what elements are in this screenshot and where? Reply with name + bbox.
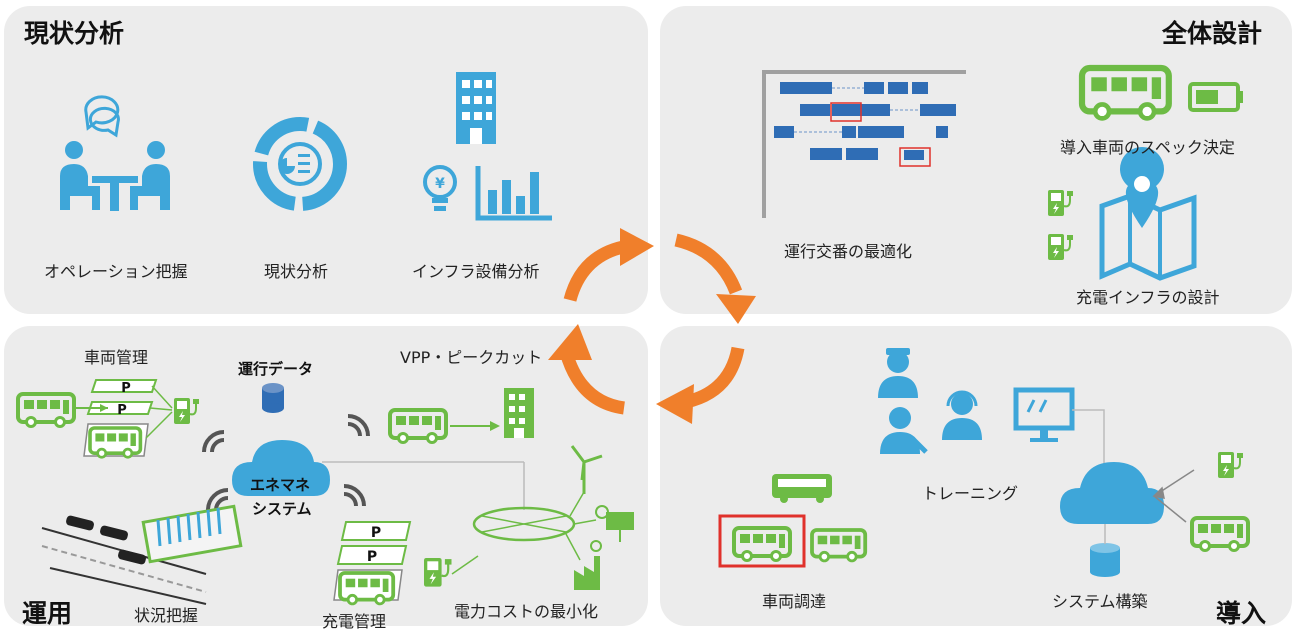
bus-front-icon xyxy=(772,474,832,503)
database-icon xyxy=(262,383,284,413)
label-charge-management: 充電管理 xyxy=(322,612,387,631)
driver-icon xyxy=(878,348,918,398)
mechanic-icon xyxy=(880,407,928,454)
selected-vehicle-frame xyxy=(718,514,806,568)
charger-icon xyxy=(1047,189,1074,217)
label-run-data: 運行データ xyxy=(238,360,314,378)
bus-icon xyxy=(16,392,76,429)
bus-icon xyxy=(732,526,792,563)
panel-introduction xyxy=(660,326,1292,626)
parking-stack xyxy=(333,521,412,601)
svg-text:¥: ¥ xyxy=(435,176,445,192)
label-operation-grasp: オペレーション把握 xyxy=(44,262,188,281)
charger-icon xyxy=(422,556,453,588)
label-vehicle-management: 車両管理 xyxy=(84,348,149,367)
gantt-schedule-chart xyxy=(762,70,966,218)
parking-mark: P xyxy=(367,549,377,565)
building-icon xyxy=(504,388,534,438)
bus-icon xyxy=(1190,516,1250,553)
parking-mark: P xyxy=(121,381,131,396)
parking-mark: P xyxy=(371,525,381,541)
operation-title: 運用 xyxy=(22,599,73,628)
wind-turbine-icon xyxy=(570,445,603,494)
label-energy-mgmt-line1: エネマネ xyxy=(250,476,311,494)
label-schedule-optimization: 運行交番の最適化 xyxy=(784,242,913,261)
label-situation-grasp: 状況把握 xyxy=(134,606,199,625)
building-icon xyxy=(456,72,496,144)
battery-icon xyxy=(1188,82,1243,112)
label-vehicle-procurement: 車両調達 xyxy=(762,592,827,611)
wifi-icon xyxy=(202,414,370,511)
bar-chart-icon xyxy=(475,166,552,221)
label-current-analysis: 現状分析 xyxy=(264,262,329,281)
cloud-icon xyxy=(232,440,330,496)
charger-icon xyxy=(1047,233,1074,261)
parking-mark: P xyxy=(117,403,127,418)
meeting-icon xyxy=(60,95,170,211)
label-energy-mgmt-line2: システム xyxy=(252,500,312,518)
label-vehicle-spec: 導入車両のスペック決定 xyxy=(1060,138,1235,157)
label-charging-infra-design: 充電インフラの設計 xyxy=(1076,288,1220,307)
bus-icon xyxy=(810,528,868,563)
map-pin-icon xyxy=(1099,147,1197,281)
charger-icon xyxy=(1217,451,1244,479)
donut-report-icon xyxy=(253,117,347,211)
label-vpp-peak-cut: VPP・ピークカット xyxy=(400,348,543,367)
charger-icon xyxy=(173,397,200,425)
introduction-title: 導入 xyxy=(1216,599,1267,628)
bus-icon xyxy=(1082,68,1169,118)
analysis-title: 現状分析 xyxy=(24,19,125,48)
monitor-icon xyxy=(1013,387,1075,442)
lightbulb-yen-icon: ¥ xyxy=(423,165,457,211)
design-title: 全体設計 xyxy=(1162,19,1263,48)
label-power-cost-min: 電力コストの最小化 xyxy=(454,602,599,621)
power-grid-ring xyxy=(472,491,597,561)
database-icon xyxy=(1090,543,1120,577)
label-training: トレーニング xyxy=(922,484,1019,503)
cycle-arrows xyxy=(559,233,745,415)
label-system-build: システム構築 xyxy=(1052,592,1148,611)
solar-panel-icon xyxy=(595,505,634,542)
cloud-icon xyxy=(1060,462,1164,524)
label-infra-analysis: インフラ設備分析 xyxy=(412,262,540,281)
operator-headset-icon xyxy=(942,390,982,440)
panel-analysis xyxy=(4,6,648,314)
factory-icon xyxy=(574,540,602,590)
bus-icon xyxy=(388,408,448,445)
traffic-road-scene xyxy=(41,504,243,605)
